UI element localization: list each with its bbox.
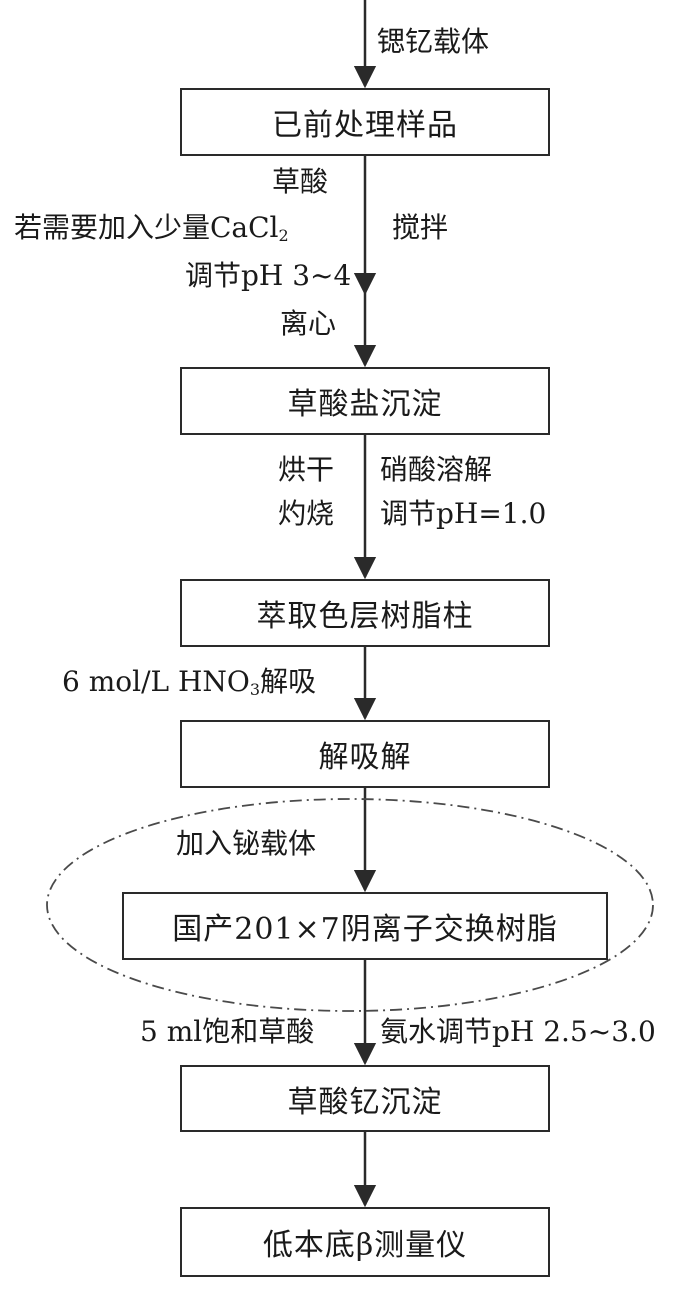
label-oxalic-acid: 草酸 [272, 165, 329, 198]
oxalate-precipitate-box: 草酸盐沉淀 [180, 367, 550, 435]
label-cacl2: 若需要加入少量CaCl2 [14, 211, 289, 245]
label-nitric-dissolve: 硝酸溶解 [380, 453, 493, 486]
label-stir: 搅拌 [392, 211, 449, 244]
extraction-resin-column-box: 萃取色层树脂柱 [180, 579, 550, 647]
label-adjust-ph-1: 调节pH=1.0 [380, 497, 547, 530]
anion-exchange-resin-box: 国产201×7阴离子交换树脂 [122, 892, 608, 960]
pretreated-sample-box: 已前处理样品 [180, 88, 550, 156]
label-bi-carrier: 加入铋载体 [176, 827, 317, 860]
yttrium-oxalate-precipitate-box: 草酸钇沉淀 [180, 1065, 550, 1132]
low-background-beta-counter-box: 低本底β测量仪 [180, 1207, 550, 1277]
label-adjust-ph-3-4: 调节pH 3~4 [185, 259, 352, 292]
label-saturated-oxalic: 5 ml饱和草酸 [140, 1015, 315, 1048]
label-ammonia-adjust: 氨水调节pH 2.5~3.0 [380, 1015, 656, 1048]
label-hno3-desorb: 6 mol/L HNO3解吸 [62, 665, 317, 699]
desorption-solution-box: 解吸解 [180, 720, 550, 788]
label-dry: 烘干 [278, 453, 335, 486]
label-burn: 灼烧 [278, 497, 335, 530]
highlight-ellipse [46, 798, 654, 1012]
label-carrier: 锶钇载体 [377, 25, 490, 58]
label-centrifuge: 离心 [280, 307, 337, 340]
